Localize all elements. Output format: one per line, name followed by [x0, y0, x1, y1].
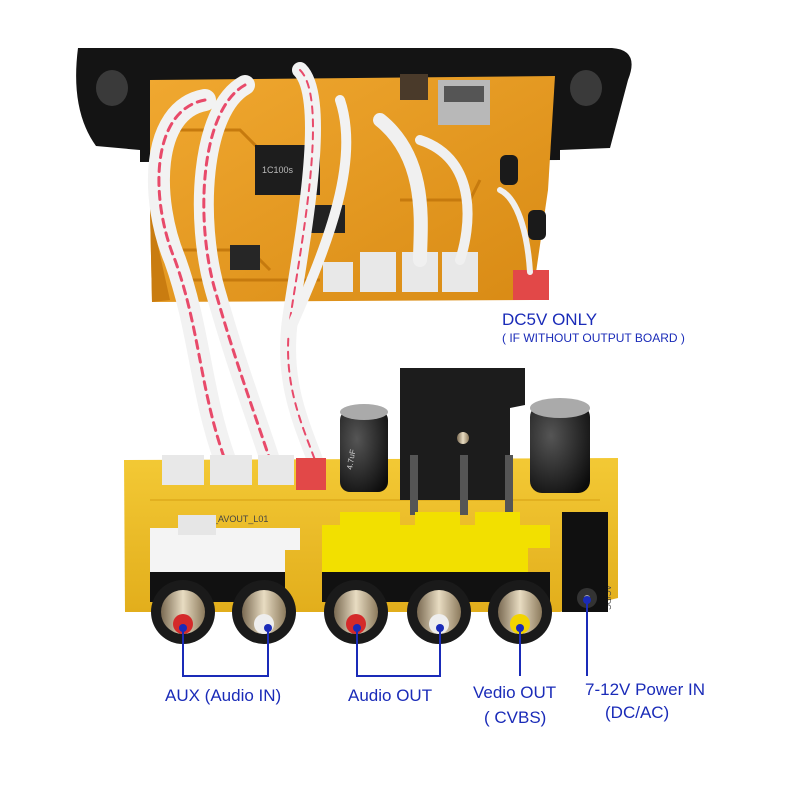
- callout-lines: [182, 600, 588, 677]
- svg-text:1C100s: 1C100s: [262, 165, 294, 175]
- capacitor-right: [530, 398, 590, 493]
- power-in-label: 7-12V Power IN: [585, 680, 705, 699]
- dc5v-note: ( IF WITHOUT OUTPUT BOARD ): [502, 331, 685, 345]
- audio-out-label: Audio OUT: [348, 686, 433, 705]
- video-out-label: Vedio OUT: [473, 683, 557, 702]
- sd-slot: [400, 74, 428, 100]
- small-capacitor: [500, 155, 546, 240]
- rca-jack-out-red: [324, 580, 388, 644]
- power-in-sublabel: (DC/AC): [605, 703, 670, 722]
- av-housing: [322, 512, 550, 575]
- connector-j2: [296, 458, 326, 490]
- ribbon-cables: [147, 62, 533, 471]
- rca-jack-aux-red: [151, 580, 215, 644]
- aux-label: AUX (Audio IN): [165, 686, 282, 705]
- rca-jack-aux-white: [232, 580, 296, 644]
- dc-power-jack: [562, 512, 608, 612]
- connector-j4: [258, 455, 294, 485]
- heatsink: [400, 368, 525, 515]
- rca-jack-video-yellow: [488, 580, 552, 644]
- svg-text:4.7uF: 4.7uF: [345, 449, 357, 471]
- rca-jack-out-white: [407, 580, 471, 644]
- video-out-sublabel: ( CVBS): [484, 708, 547, 727]
- connector-j3: [162, 455, 204, 485]
- small-chip: [230, 245, 260, 270]
- connector-j1: [210, 455, 252, 485]
- aux-housing: [150, 515, 300, 575]
- dc5v-label: DC5V ONLY: [502, 310, 598, 329]
- dc5v-connector: [513, 270, 549, 300]
- capacitor-left: 4.7uF: [340, 404, 388, 492]
- callout-dots: [179, 596, 591, 632]
- usb-port: [438, 80, 490, 125]
- connector-top-1: [323, 262, 353, 292]
- svg-text:CD_AVOUT_L01: CD_AVOUT_L01: [200, 514, 268, 524]
- connector-top-2: [360, 252, 396, 292]
